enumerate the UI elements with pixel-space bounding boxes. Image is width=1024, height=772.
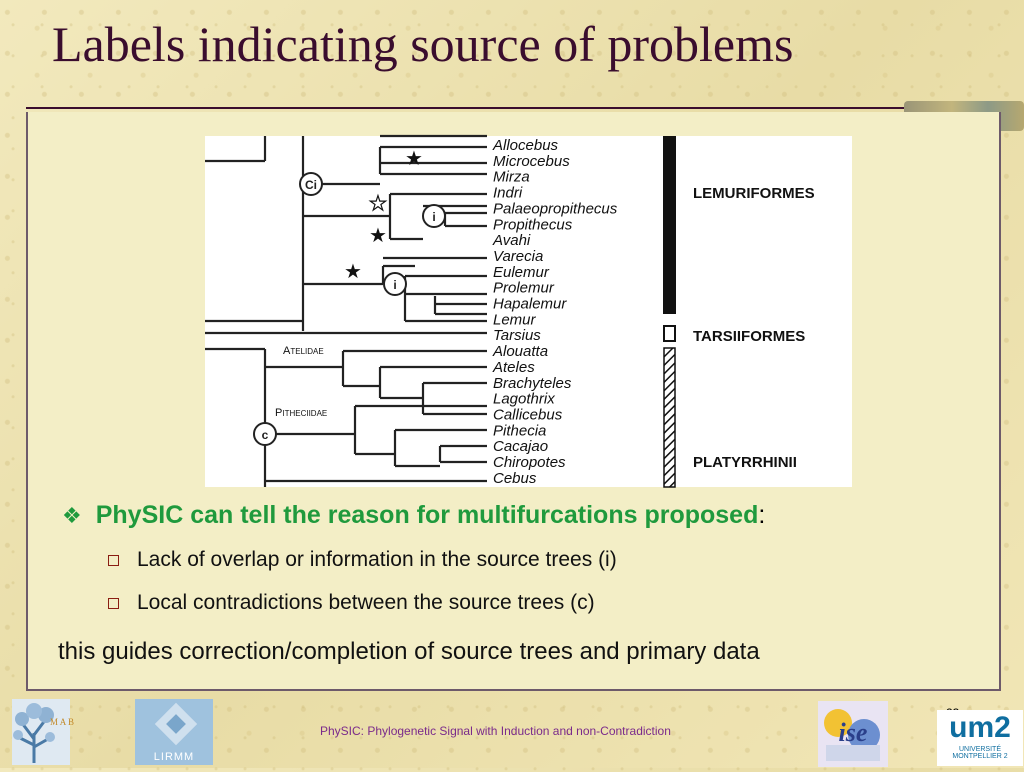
- slide-title: Labels indicating source of problems: [52, 16, 794, 72]
- square-bullet-icon: [108, 597, 119, 609]
- tree-stars: ★ ★ ★ ★: [344, 146, 423, 283]
- ise-logo: ise: [818, 701, 888, 767]
- svg-text:ise: ise: [839, 718, 868, 747]
- taxon-label: Chiropotes: [493, 454, 566, 471]
- taxon-label: Indri: [493, 185, 523, 202]
- tree-branches: [205, 134, 487, 487]
- mab-tree-icon: M A B: [13, 703, 74, 763]
- taxon-label: Propithecus: [493, 216, 573, 233]
- node-i-circle: [422, 204, 446, 228]
- taxon-label: Cebus: [493, 470, 537, 487]
- lirmm-logo: LIRMM: [135, 699, 213, 765]
- mab-letters: M A B: [50, 717, 74, 727]
- star-filled-icon: ★: [369, 223, 387, 247]
- family-rest: TELIDAE: [290, 347, 323, 356]
- family-rest: ITHECIIDAE: [282, 409, 327, 418]
- group-bar-lemuriformes: [663, 136, 676, 314]
- sub-bullet: Local contradictions between the source …: [108, 591, 595, 615]
- taxon-label: Callicebus: [493, 406, 563, 423]
- mab-logo: M A B: [12, 699, 74, 765]
- taxon-labels: AllocebusMicrocebusMirzaIndriPalaeopropi…: [492, 137, 618, 487]
- taxon-label: Alouatta: [492, 343, 548, 360]
- main-bullet: ❖ PhySIC can tell the reason for multifu…: [62, 501, 765, 530]
- tree-svg: Ci i i c ★ ★ ★ ★ ATELIDAE PITHECIIDAE Al…: [205, 134, 815, 488]
- lirmm-wordmark: LIRMM: [153, 751, 195, 763]
- closing-statement: this guides correction/completion of sou…: [58, 638, 760, 665]
- taxon-label: Hapalemur: [493, 296, 567, 313]
- taxon-label: Varecia: [493, 248, 543, 265]
- diamond-bullet-icon: ❖: [62, 502, 82, 528]
- title-divider: [26, 107, 904, 109]
- lirmm-emblem-icon: [154, 702, 198, 746]
- taxon-label: Lemur: [493, 311, 537, 328]
- node-ci-label: Ci: [305, 178, 317, 192]
- um2-wordmark: um2: [949, 711, 1011, 744]
- group-label-tarsiiformes: TARSIIFORMES: [693, 328, 805, 345]
- taxon-label: Mirza: [493, 169, 530, 186]
- star-filled-icon: ★: [405, 146, 423, 170]
- taxon-label: Prolemur: [493, 280, 555, 297]
- node-c-label: c: [262, 428, 269, 442]
- star-filled-icon: ★: [344, 259, 362, 283]
- ise-emblem-icon: ise: [824, 709, 880, 761]
- group-label-lemuriformes: LEMURIFORMES: [693, 185, 815, 202]
- group-label-platyrrhinii: PLATYRRHINII: [693, 454, 797, 471]
- family-cap: A: [283, 345, 291, 357]
- family-cap: P: [275, 407, 282, 419]
- sub-bullet-text: Local contradictions between the source …: [137, 591, 595, 614]
- taxon-label: Allocebus: [492, 137, 559, 154]
- taxon-label: Ateles: [492, 359, 535, 376]
- sub-bullet: Lack of overlap or information in the so…: [108, 548, 617, 572]
- node-i-label: i: [432, 210, 435, 224]
- tree-node-labels: Ci i i c: [253, 172, 446, 446]
- taxon-label: Eulemur: [493, 264, 550, 281]
- node-i-label: i: [393, 278, 396, 292]
- main-bullet-text: PhySIC can tell the reason for multifurc…: [95, 501, 759, 529]
- taxon-label: Cacajao: [493, 438, 548, 455]
- taxon-label: Avahi: [492, 232, 531, 249]
- family-label-atelidae: ATELIDAE: [283, 345, 324, 357]
- taxon-label: Tarsius: [493, 327, 541, 344]
- group-bar-tarsiiformes: [663, 325, 676, 342]
- taxon-label: Pithecia: [493, 422, 546, 439]
- taxon-label: Brachyteles: [493, 375, 572, 392]
- square-bullet-icon: [108, 554, 119, 566]
- node-c-circle: [253, 422, 277, 446]
- taxon-label: Microcebus: [493, 153, 570, 170]
- um2-caption: UNIVERSITÉ MONTPELLIER 2: [952, 746, 1008, 760]
- taxon-label: Palaeopropithecus: [493, 200, 618, 217]
- family-label-pitheciidae: PITHECIIDAE: [275, 407, 327, 419]
- node-ci-circle: [299, 172, 323, 196]
- um2-logo: um2 UNIVERSITÉ MONTPELLIER 2: [937, 710, 1023, 766]
- sub-bullet-text: Lack of overlap or information in the so…: [137, 548, 617, 571]
- group-bar-platyrrhinii: [663, 347, 676, 488]
- taxon-label: Lagothrix: [493, 391, 555, 408]
- phylogenetic-tree-figure: Ci i i c ★ ★ ★ ★ ATELIDAE PITHECIIDAE Al…: [205, 134, 852, 488]
- star-outline-icon: ★: [369, 191, 387, 215]
- footer-text: PhySIC: Phylogenetic Signal with Inducti…: [320, 724, 671, 738]
- main-bullet-colon: :: [758, 501, 766, 529]
- node-i-circle: [383, 272, 407, 296]
